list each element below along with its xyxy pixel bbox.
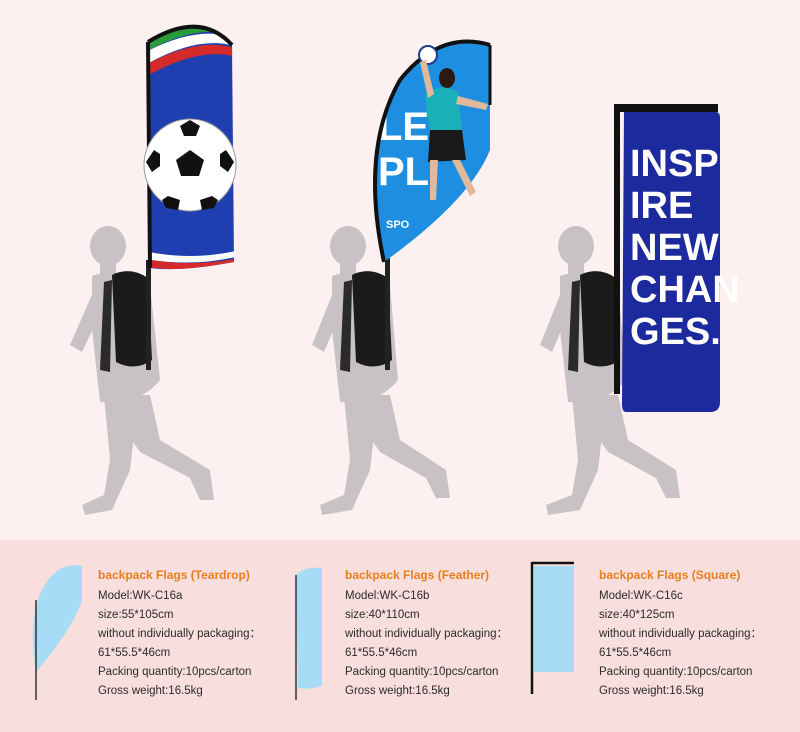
square-flag-icon xyxy=(530,561,574,694)
spec-size: size:55*105cm xyxy=(98,609,174,621)
teardrop-flag-text-2: PL xyxy=(378,150,429,194)
spec-dims: 61*55.5*46cm xyxy=(599,647,672,659)
spec-teardrop: backpack Flags (Teardrop) Model:WK-C16a … xyxy=(98,566,261,701)
spec-model: Model:WK-C16c xyxy=(599,590,683,602)
spec-title: backpack Flags (Feather) xyxy=(345,568,490,582)
runner-figure-1 xyxy=(70,226,214,515)
square-flag-line-1: INSP xyxy=(630,143,719,185)
soccer-ball-icon xyxy=(143,118,237,212)
spec-quantity: Packing quantity:10pcs/carton xyxy=(98,666,252,678)
runner-figure-2 xyxy=(312,226,450,515)
teardrop-flag: LET PL SPO xyxy=(373,39,492,263)
spec-quantity: Packing quantity:10pcs/carton xyxy=(345,666,499,678)
spec-packaging: without individually packaging： xyxy=(345,628,509,640)
backpack-1 xyxy=(100,260,152,372)
athlete-graphic xyxy=(418,45,488,200)
spec-title: backpack Flags (Square) xyxy=(599,568,741,582)
spec-feather: backpack Flags (Feather) Model:WK-C16b s… xyxy=(345,566,508,701)
square-flag-line-5: GES. xyxy=(630,311,721,353)
backpack-2 xyxy=(340,258,392,372)
spec-packaging: without individually packaging： xyxy=(599,628,763,640)
backpack-3 xyxy=(568,271,620,372)
spec-model: Model:WK-C16b xyxy=(345,590,430,602)
spec-weight: Gross weight:16.5kg xyxy=(599,685,704,697)
spec-packaging: without individually packaging： xyxy=(98,628,262,640)
spec-size: size:40*110cm xyxy=(345,609,420,621)
square-flag-line-2: IRE xyxy=(630,185,693,227)
spec-weight: Gross weight:16.5kg xyxy=(98,685,203,697)
spec-title: backpack Flags (Teardrop) xyxy=(98,568,250,582)
spec-quantity: Packing quantity:10pcs/carton xyxy=(599,666,753,678)
spec-dims: 61*55.5*46cm xyxy=(345,647,418,659)
spec-size: size:40*125cm xyxy=(599,609,675,621)
square-flag-line-3: NEW xyxy=(630,227,719,269)
square-flag: INSP IRE NEW CHAN GES. xyxy=(614,104,740,412)
teardrop-flag-icon xyxy=(32,565,82,700)
spec-band xyxy=(0,540,800,732)
spec-weight: Gross weight:16.5kg xyxy=(345,685,450,697)
feather-flag-icon xyxy=(295,567,322,700)
feather-flag xyxy=(143,24,237,270)
teardrop-flag-text-3: SPO xyxy=(386,219,410,231)
square-flag-line-4: CHAN xyxy=(630,269,740,311)
spec-dims: 61*55.5*46cm xyxy=(98,647,171,659)
spec-square: backpack Flags (Square) Model:WK-C16c si… xyxy=(599,566,762,701)
spec-model: Model:WK-C16a xyxy=(98,590,183,602)
